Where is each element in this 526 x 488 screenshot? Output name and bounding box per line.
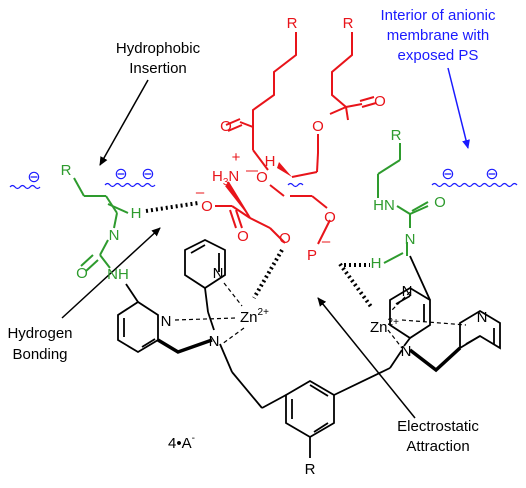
nh-bond-left — [107, 203, 129, 214]
svg-text:⊖: ⊖ — [27, 169, 40, 186]
svg-text:HN: HN — [373, 197, 395, 214]
carbonyl-double-bonds — [225, 96, 377, 132]
svg-text:O: O — [237, 228, 249, 245]
hydrophobic-label-line2: Insertion — [129, 60, 187, 77]
counterion-label: 4•A- — [168, 433, 195, 452]
svg-text:P: P — [307, 247, 317, 264]
svg-text:O: O — [374, 93, 386, 110]
phosphatidylserine-atoms: R R O O O O H O O P O O – – H3N + — [196, 15, 386, 264]
nh-bond-right — [383, 252, 404, 264]
svg-text:⊖: ⊖ — [114, 166, 127, 183]
zn-right: Zn2+ — [370, 317, 399, 336]
svg-text:O: O — [324, 209, 336, 226]
svg-text:N: N — [161, 313, 172, 330]
hydrogen-bond-dots — [145, 201, 374, 310]
svg-text:⊖: ⊖ — [441, 166, 454, 183]
svg-text:H: H — [265, 153, 276, 170]
svg-text:N: N — [477, 309, 488, 326]
svg-text:N: N — [402, 283, 413, 300]
urea-atoms: R N H O NH R HN O N H — [61, 127, 446, 283]
svg-text:NH: NH — [107, 266, 129, 283]
left-urea-bonds — [73, 177, 118, 272]
svg-text:O: O — [201, 198, 213, 215]
zn-left: Zn2+ — [240, 307, 269, 326]
svg-text:O: O — [256, 169, 268, 186]
membrane-label-line2: membrane with — [387, 27, 490, 44]
phosphatidylserine-bonds — [215, 32, 363, 245]
hbond-label-line2: Bonding — [12, 346, 67, 363]
receptor-scaffold — [117, 238, 501, 458]
svg-text:O: O — [76, 265, 88, 282]
right-urea-bonds — [377, 143, 429, 256]
svg-text:R: R — [391, 127, 402, 144]
svg-text:H: H — [131, 205, 142, 222]
membrane-label-line3: exposed PS — [398, 47, 479, 64]
svg-text:N: N — [405, 231, 416, 248]
svg-text:N: N — [109, 227, 120, 244]
svg-text:–: – — [322, 233, 331, 250]
svg-text:N: N — [213, 265, 224, 282]
svg-text:R: R — [343, 15, 354, 32]
svg-text:R: R — [287, 15, 298, 32]
anionic-charge-icon: ⊖ ⊖ ⊖ ⊖ ⊖ — [27, 166, 498, 186]
electrostatic-label-line1: Electrostatic — [397, 418, 479, 435]
svg-text:O: O — [279, 230, 291, 247]
electrostatic-label-line2: Attraction — [406, 438, 469, 455]
serine-wedge — [225, 183, 250, 218]
svg-text:H3N: H3N — [212, 168, 239, 188]
membrane-wave-icon — [9, 182, 518, 190]
hydrophobic-arrow-icon — [99, 79, 149, 166]
svg-text:O: O — [312, 118, 324, 135]
svg-text:+: + — [232, 149, 241, 166]
membrane-label-line1: Interior of anionic — [380, 7, 496, 24]
zn-coordination-bonds — [174, 282, 467, 349]
svg-text:⊖: ⊖ — [141, 166, 154, 183]
electrostatic-arrow-icon — [317, 297, 416, 419]
svg-text:R: R — [305, 461, 316, 478]
receptor-atoms: N N N Zn2+ Zn2+ N N N R — [161, 265, 488, 478]
hbond-label-line1: Hydrogen — [7, 325, 72, 342]
svg-text:R: R — [61, 162, 72, 179]
svg-text:O: O — [434, 194, 446, 211]
svg-text:O: O — [220, 118, 232, 135]
svg-text:–: – — [196, 184, 205, 201]
svg-text:N: N — [401, 343, 412, 360]
stereo-wedge — [277, 162, 292, 177]
svg-text:N: N — [209, 333, 220, 350]
hydrophobic-label-line1: Hydrophobic — [116, 40, 201, 57]
svg-text:H: H — [371, 255, 382, 272]
membrane-arrow-icon — [447, 67, 470, 149]
hbond-arrow-icon — [61, 227, 161, 319]
svg-text:⊖: ⊖ — [485, 166, 498, 183]
